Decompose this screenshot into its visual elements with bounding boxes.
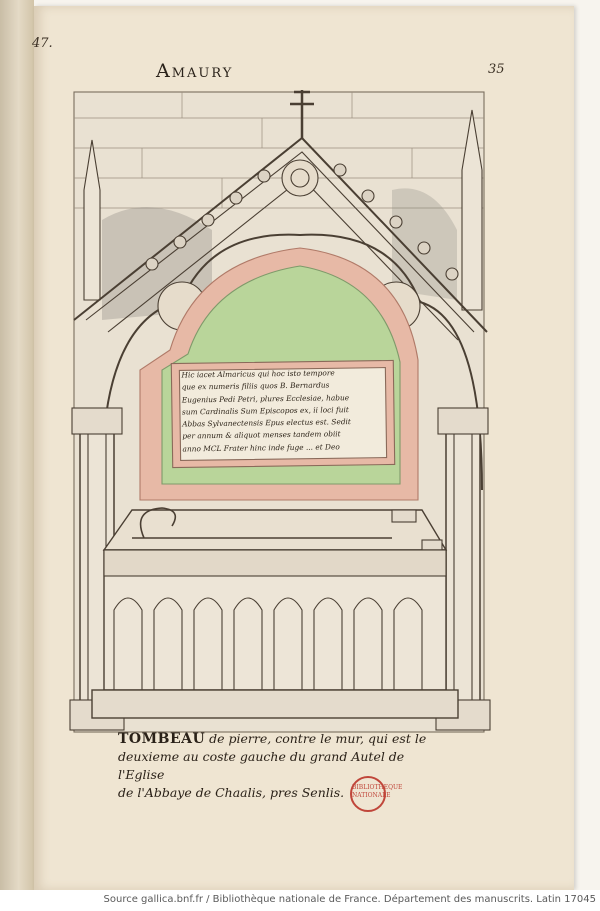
right-pinnacle — [461, 109, 483, 311]
caption-line-1: de pierre, contre le mur, qui est le — [205, 731, 427, 746]
previous-page-number: 47. — [32, 36, 53, 51]
left-pinnacle — [83, 139, 101, 301]
caption-line-3: de l'Abbaye de Chaalis, pres Senlis. — [118, 785, 345, 800]
cross-finial — [290, 90, 314, 138]
tomb-base — [91, 689, 459, 719]
gable-rosette — [281, 159, 319, 197]
tomb-drawing — [69, 90, 491, 733]
source-credit: Source gallica.bnf.fr / Bibliothèque nat… — [103, 894, 596, 905]
tomb-arcade — [113, 597, 423, 690]
trefoil-arch — [101, 233, 483, 491]
tomb-inscription: Hic iacet Almaricus qui hoc isto tempore… — [181, 367, 392, 456]
drawing-caption: TOMBEAU de pierre, contre le mur, qui es… — [118, 730, 448, 802]
caption-line-2: deuxieme au coste gauche du grand Autel … — [118, 749, 405, 782]
inscription-tablet — [178, 367, 388, 461]
crozier — [132, 507, 392, 539]
right-column — [445, 429, 481, 721]
page-number: 35 — [488, 62, 505, 77]
book-binding-edge — [0, 0, 34, 892]
library-stamp: BIBLIOTHEQUE NATIONALE — [350, 776, 402, 812]
source-footer: Source gallica.bnf.fr / Bibliothèque nat… — [0, 890, 600, 911]
page-heading: Amaury — [156, 60, 234, 82]
caption-lead: TOMBEAU — [118, 731, 206, 747]
